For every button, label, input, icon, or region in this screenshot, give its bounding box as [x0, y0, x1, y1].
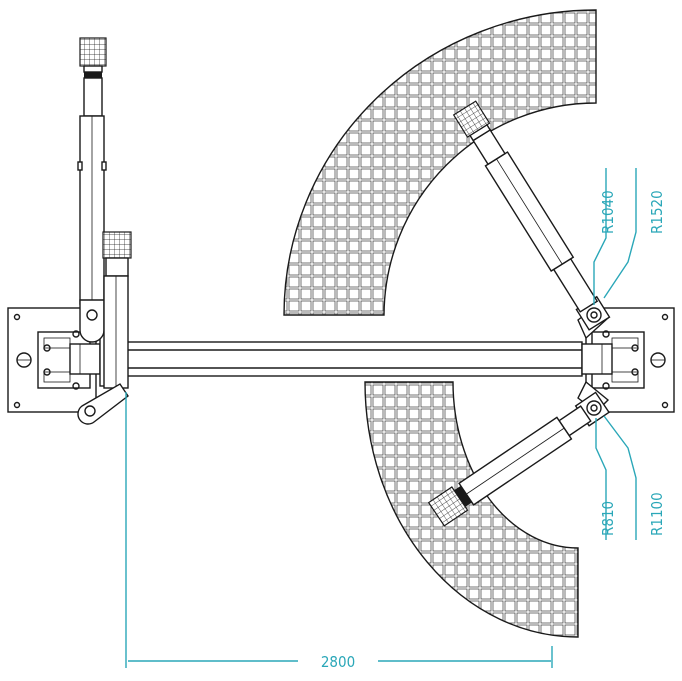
- width-dimension-label: 2800: [321, 653, 355, 671]
- upper-radius-dimensions: R1040 R1520: [593, 168, 666, 305]
- cross-beam: [125, 341, 583, 377]
- radius-label-r1520: R1520: [648, 190, 666, 234]
- radius-label-r1100: R1100: [648, 492, 666, 536]
- radius-label-r1040: R1040: [599, 190, 617, 234]
- width-dimension: 2800: [125, 392, 553, 671]
- right-short-arm: [427, 391, 610, 527]
- short-arm-sweep-area: [364, 381, 579, 638]
- lower-radius-dimensions: R810 R1100: [595, 415, 666, 540]
- right-long-arm: [452, 100, 611, 331]
- radius-label-r810: R810: [599, 501, 617, 536]
- left-long-arm: [77, 37, 107, 343]
- long-arm-sweep-area: [283, 9, 597, 316]
- left-short-arm: [77, 231, 132, 425]
